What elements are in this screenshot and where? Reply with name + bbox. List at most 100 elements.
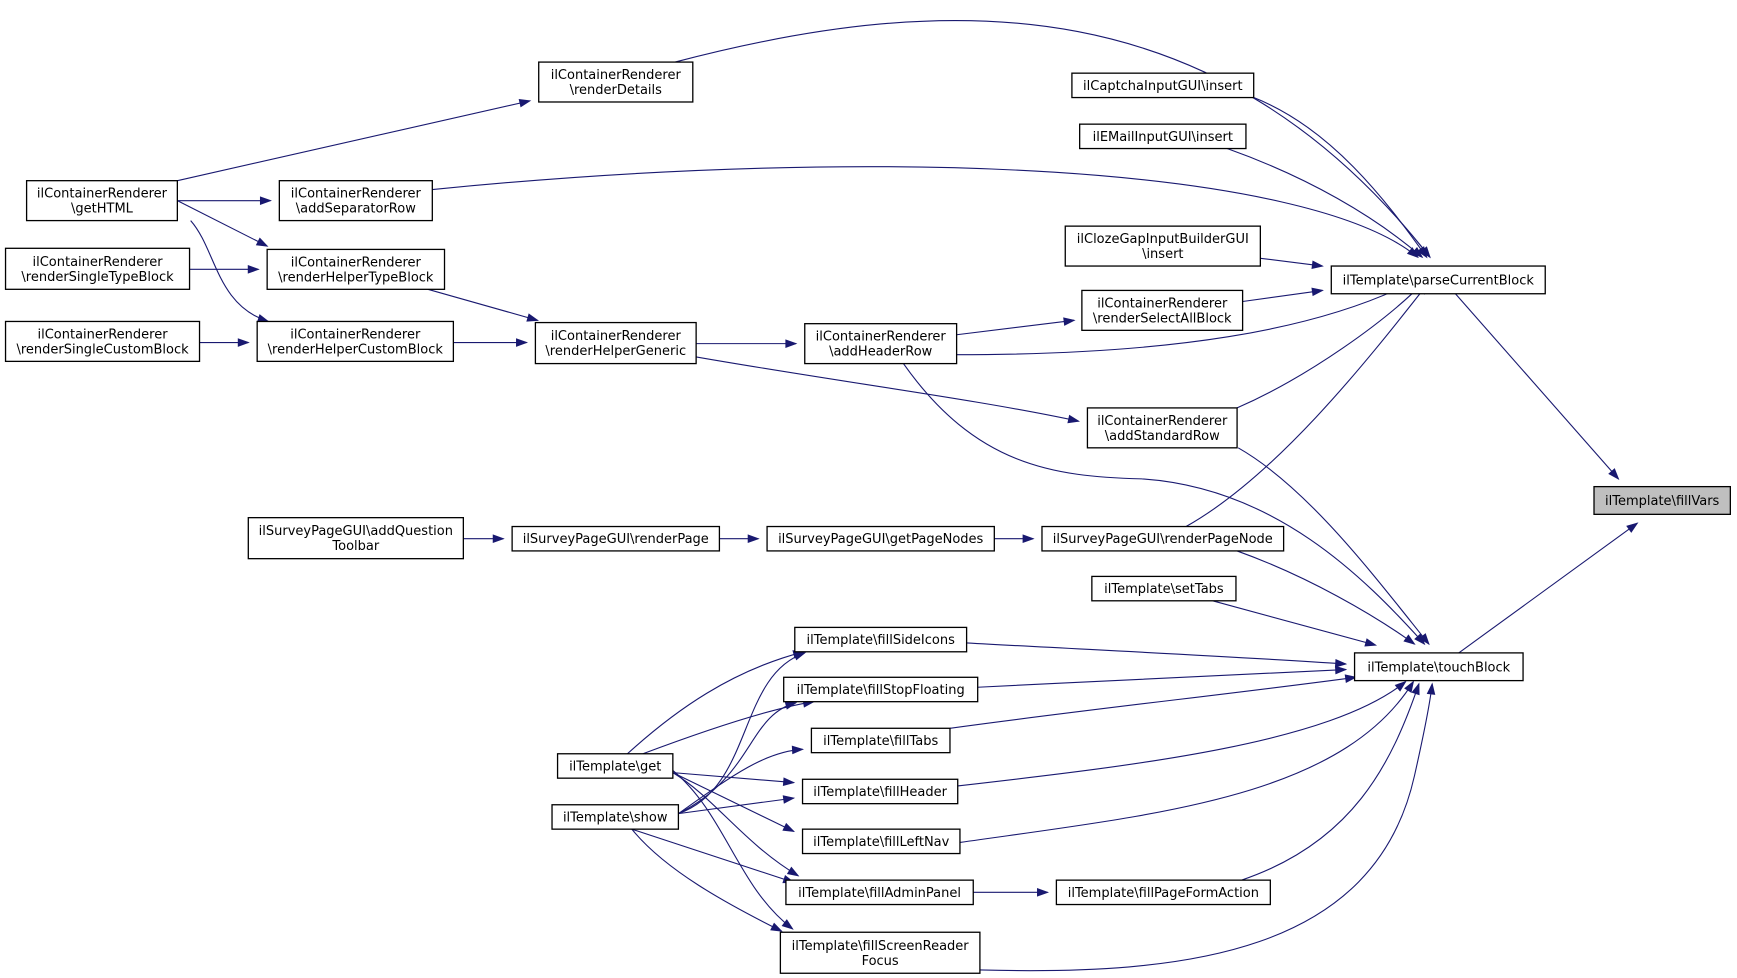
node-label: ilTemplate\fillLeftNav — [813, 835, 949, 850]
node-box — [1055, 879, 1271, 906]
node-fillPageFormAction[interactable]: ilTemplate\fillPageFormAction — [1055, 879, 1271, 906]
node-label: ilCaptchaInputGUI\insert — [1083, 79, 1243, 94]
node-renderDetails[interactable]: ilContainerRenderer\renderDetails — [538, 61, 694, 103]
node-renderSingleTypeBlock[interactable]: ilContainerRenderer\renderSingleTypeBloc… — [4, 247, 191, 290]
node-label: ilTemplate\setTabs — [1104, 582, 1224, 597]
edge-fillSideIcons-to-touchBlock — [966, 642, 1346, 665]
node-label: ilContainerRenderer — [37, 187, 168, 202]
node-fillStopFloating[interactable]: ilTemplate\fillStopFloating — [783, 676, 979, 703]
node-label: ilSurveyPageGUI\getPageNodes — [778, 532, 983, 547]
node-label: ilTemplate\fillPageFormAction — [1068, 886, 1259, 901]
node-email[interactable]: ilEMailInputGUI\insert — [1079, 123, 1247, 150]
node-label: ilContainerRenderer — [33, 255, 164, 270]
edge-addHeaderRow-to-renderSelectAllBlock — [956, 319, 1075, 336]
edge-setTabs-to-touchBlock — [1212, 600, 1376, 646]
node-renderHelperCustomBlock[interactable]: ilContainerRenderer\renderHelperCustomBl… — [256, 320, 455, 363]
node-renderSingleCustomBlock[interactable]: ilContainerRenderer\renderSingleCustomBl… — [4, 320, 201, 363]
node-clozeGap[interactable]: ilClozeGapInputBuilderGUI\insert — [1064, 225, 1262, 267]
node-label: ilSurveyPageGUI\addQuestion — [259, 524, 453, 539]
node-box — [551, 804, 680, 830]
node-label: ilClozeGapInputBuilderGUI — [1077, 232, 1249, 247]
edge-show-to-fillTabs — [678, 748, 803, 815]
arrowhead-clozeGap-to-parseCurrentBlock — [1311, 260, 1324, 270]
node-label: \renderSelectAllBlock — [1093, 311, 1232, 326]
arrowhead-parseCurrentBlock-to-fillVars — [1608, 468, 1620, 480]
node-show[interactable]: ilTemplate\show — [551, 804, 680, 830]
arrowhead-show-to-fillHeader — [782, 795, 796, 804]
node-renderHelperTypeBlock[interactable]: ilContainerRenderer\renderHelperTypeBloc… — [266, 248, 446, 290]
node-box — [766, 525, 995, 552]
arrowhead-renderSingleTypeBlock-to-renderHelperTypeBlock — [247, 265, 260, 274]
node-label: Toolbar — [331, 539, 379, 554]
node-label: ilContainerRenderer — [551, 68, 682, 83]
node-box — [1091, 575, 1237, 602]
node-box — [810, 727, 951, 754]
arrowhead-fillTabs-to-touchBlock — [1344, 674, 1358, 683]
call-nodes: ilTemplate\fillVars ilTemplate\parseCurre… — [4, 61, 1732, 974]
node-label: ilTemplate\parseCurrentBlock — [1343, 273, 1535, 288]
edge-get-to-fillAdminPanel — [672, 772, 799, 877]
node-box — [247, 517, 465, 560]
node-box — [556, 753, 674, 779]
arrowhead-renderHelperCustomBlock-to-renderHelperGeneric — [516, 338, 529, 347]
node-label: \renderHelperCustomBlock — [268, 342, 444, 357]
node-setTabs[interactable]: ilTemplate\setTabs — [1091, 575, 1237, 602]
arrowhead-show-to-fillScreenReaderFocus — [770, 922, 783, 932]
arrowhead-addSeparatorRow-to-parseCurrentBlock — [1406, 247, 1419, 259]
node-renderHelperGeneric[interactable]: ilContainerRenderer\renderHelperGeneric — [534, 321, 697, 365]
node-get[interactable]: ilTemplate\get — [556, 753, 674, 779]
node-fillHeader[interactable]: ilTemplate\fillHeader — [801, 778, 959, 805]
arrowhead-fillAdminPanel-to-fillPageFormAction — [1037, 888, 1049, 897]
node-label: ilTemplate\show — [563, 810, 668, 825]
node-renderSelectAllBlock[interactable]: ilContainerRenderer\renderSelectAllBlock — [1081, 289, 1244, 331]
node-box — [794, 626, 968, 653]
edge-fillPageFormAction-to-touchBlock — [1241, 683, 1420, 881]
edge-show-to-fillSideIcons — [678, 652, 805, 815]
node-box — [801, 778, 959, 805]
node-box — [1064, 225, 1262, 267]
node-addSeparatorRow[interactable]: ilContainerRenderer\addSeparatorRow — [278, 180, 433, 222]
node-getPageNodes[interactable]: ilSurveyPageGUI\getPageNodes — [766, 525, 995, 552]
node-fillVars[interactable]: ilTemplate\fillVars — [1593, 485, 1732, 515]
edge-getHTML-to-renderDetails — [177, 100, 530, 182]
node-label: \insert — [1142, 247, 1183, 262]
node-renderPage[interactable]: ilSurveyPageGUI\renderPage — [511, 525, 721, 552]
edge-addStandardRow-to-touchBlock — [1237, 447, 1430, 645]
arrowhead-addHeaderRow-to-renderSelectAllBlock — [1063, 317, 1076, 326]
edge-fillScreenReaderFocus-to-touchBlock — [979, 683, 1433, 972]
arrowhead-fillHeader-to-touchBlock — [1394, 680, 1407, 692]
node-label: ilContainerRenderer — [816, 330, 947, 345]
edge-fillStopFloating-to-touchBlock — [977, 668, 1346, 688]
node-box — [1071, 72, 1255, 99]
edge-renderHelperTypeBlock-to-renderHelperGeneric — [427, 288, 538, 321]
node-box — [779, 931, 981, 974]
node-label: ilContainerRenderer — [551, 329, 682, 344]
edge-getHTML-to-renderHelperCustomBlock — [190, 220, 269, 322]
node-label: \addStandardRow — [1105, 429, 1220, 444]
edge-email-to-parseCurrentBlock — [1226, 148, 1423, 258]
node-addStandardRow[interactable]: ilContainerRenderer\addStandardRow — [1086, 407, 1238, 449]
edge-get-to-fillHeader — [672, 772, 794, 784]
node-touchBlock[interactable]: ilTemplate\touchBlock — [1353, 652, 1524, 682]
node-fillAdminPanel[interactable]: ilTemplate\fillAdminPanel — [785, 879, 974, 906]
node-fillTabs[interactable]: ilTemplate\fillTabs — [810, 727, 951, 754]
node-box — [1081, 289, 1244, 331]
arrowhead-getPageNodes-to-renderPageNode — [1022, 534, 1035, 544]
node-getHTML[interactable]: ilContainerRenderer\getHTML — [25, 180, 179, 222]
node-box — [534, 321, 697, 365]
edge-get-to-fillLeftNav — [672, 772, 794, 832]
node-fillLeftNav[interactable]: ilTemplate\fillLeftNav — [801, 828, 961, 855]
node-renderPageNode[interactable]: ilSurveyPageGUI\renderPageNode — [1041, 525, 1285, 552]
node-parseCurrentBlock[interactable]: ilTemplate\parseCurrentBlock — [1330, 265, 1546, 295]
node-label: ilContainerRenderer — [1097, 296, 1228, 311]
node-fillSideIcons[interactable]: ilTemplate\fillSideIcons — [794, 626, 968, 653]
node-captcha[interactable]: ilCaptchaInputGUI\insert — [1071, 72, 1255, 99]
node-addHeaderRow[interactable]: ilContainerRenderer\addHeaderRow — [804, 323, 958, 365]
arrowhead-touchBlock-to-fillVars — [1626, 522, 1639, 533]
node-label: ilTemplate\fillAdminPanel — [798, 886, 961, 901]
node-label: ilTemplate\fillStopFloating — [797, 683, 965, 698]
edge-renderPageNode-to-touchBlock — [1236, 550, 1415, 645]
node-label: \renderHelperTypeBlock — [278, 270, 434, 285]
